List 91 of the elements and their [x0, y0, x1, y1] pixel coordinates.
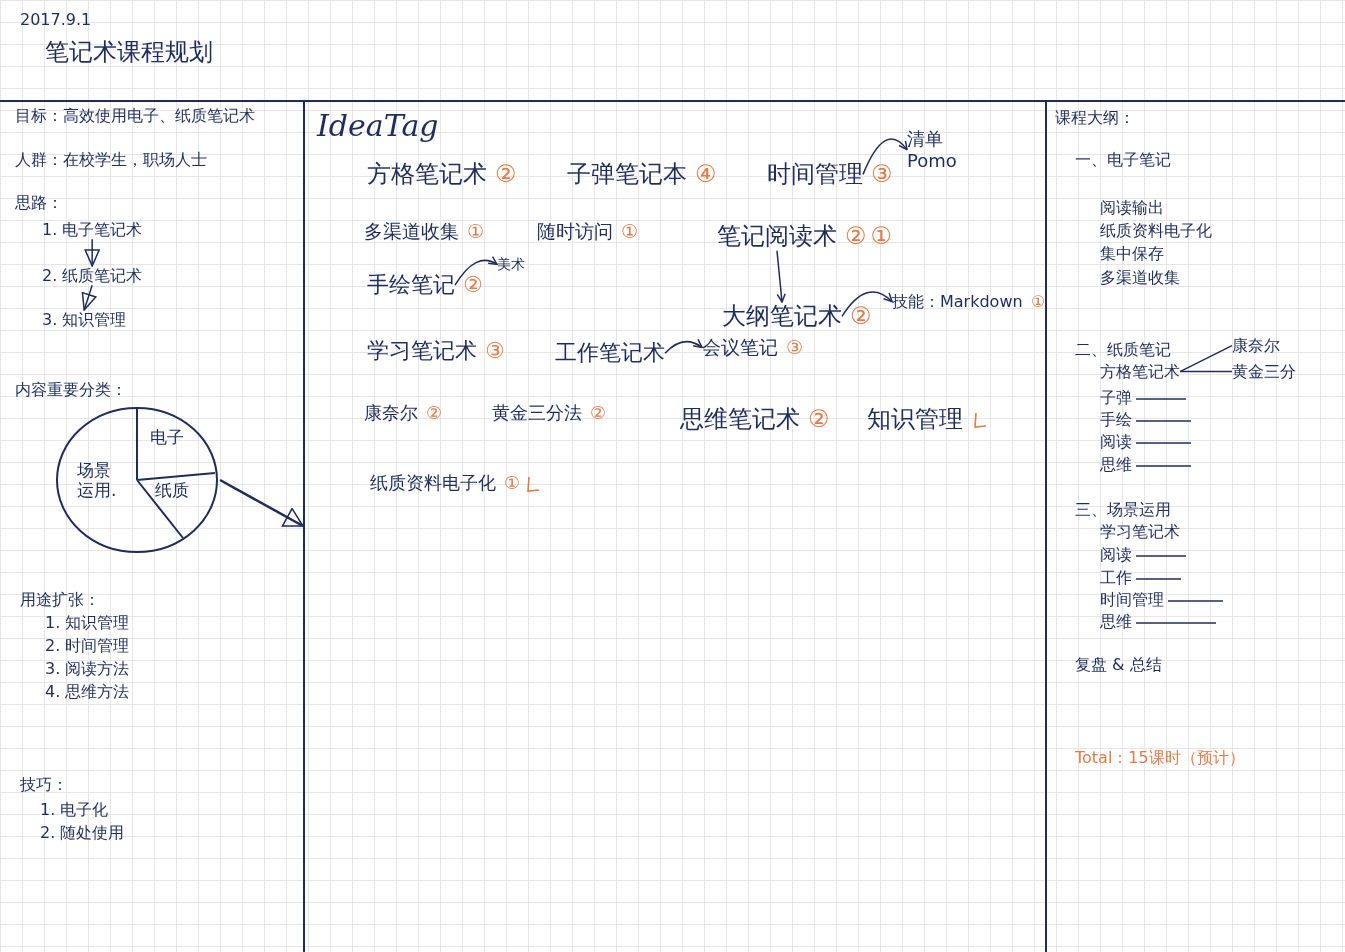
note-text: 笔记阅读术: [717, 222, 837, 250]
page-title: 笔记术课程规划: [45, 37, 213, 68]
slice-label: 纸质: [155, 480, 190, 501]
note-text: 4. 思维方法: [45, 682, 130, 701]
note-text: 目标：高效使用电子、纸质笔记术: [15, 106, 255, 125]
note-text: 康奈尔: [364, 402, 418, 423]
note-text: 随时访问: [537, 220, 613, 242]
priority-number: ①: [1031, 292, 1046, 311]
note-text: 课程大纲：: [1055, 108, 1135, 127]
note-text: 3. 知识管理: [42, 310, 127, 329]
note-text: 一、电子笔记: [1075, 150, 1171, 169]
pie-chart: [55, 405, 220, 555]
note-text: 美术: [497, 256, 525, 272]
arrow: [841, 291, 893, 318]
note-text: 黄金三分: [1232, 362, 1296, 381]
note-text: 清单: [907, 128, 944, 150]
note-text: 思维: [1100, 612, 1132, 631]
note-text: 内容重要分类：: [15, 380, 127, 399]
note-text: 集中保存: [1100, 244, 1164, 263]
note-text: 多渠道收集: [364, 220, 459, 242]
note-text: 思路：: [15, 193, 63, 212]
arrow: [84, 238, 100, 267]
arrow: [219, 478, 304, 528]
priority-number: ①: [621, 220, 639, 242]
note-text: 2. 随处使用: [40, 823, 125, 842]
note-text: 复盘 & 总结: [1075, 655, 1162, 674]
note-text: 方格笔记术: [1100, 362, 1180, 381]
note-text: 3. 阅读方法: [45, 659, 130, 678]
priority-number: ④: [695, 160, 717, 188]
note-text: 工作: [1100, 568, 1132, 587]
content-panel: [303, 100, 1047, 952]
priority-number: ②: [426, 402, 443, 423]
note-text: 1. 电子笔记术: [42, 220, 143, 239]
note-text: 人群：在校学生，职场人士: [15, 150, 207, 169]
note-text: Total：15课时（预计）: [1075, 748, 1245, 767]
priority-number: ①: [870, 222, 893, 250]
arrow: [776, 250, 786, 303]
note-text: 手绘: [1100, 410, 1132, 429]
note-text: 技巧：: [20, 775, 68, 794]
priority-number: ②: [850, 302, 872, 330]
priority-number: ②: [463, 272, 483, 297]
slice-label: 场景运用.: [77, 460, 117, 501]
arrow: [664, 338, 703, 354]
note-text: 会议笔记: [702, 336, 778, 358]
note-text: 阅读输出: [1100, 198, 1164, 217]
note-text: 时间管理: [1100, 590, 1164, 609]
note-text: 阅读: [1100, 432, 1132, 451]
note-text: Pomo: [907, 149, 957, 172]
priority-number: ②: [590, 402, 607, 423]
note-text: 阅读: [1100, 545, 1132, 564]
note-text: 知识管理: [867, 405, 963, 433]
note-text: 工作笔记术: [555, 340, 665, 365]
priority-number: ②: [495, 160, 517, 188]
note-text: 学习笔记术: [1100, 522, 1180, 541]
arrow: [454, 256, 498, 286]
note-text: 思维笔记术: [680, 405, 800, 433]
note-text: 纸质资料电子化: [1100, 221, 1212, 240]
note-text: 子弹笔记本: [567, 160, 687, 188]
note-text: 思维: [1100, 455, 1132, 474]
arrow: [81, 284, 97, 311]
priority-number: ①: [467, 220, 485, 242]
note-text: 纸质资料电子化: [370, 472, 496, 493]
note-text: 子弹: [1100, 388, 1132, 407]
connector-line: [1179, 344, 1233, 373]
note-text: 二、纸质笔记: [1075, 340, 1171, 359]
note-text: 黄金三分法: [492, 402, 582, 423]
note-text: 学习笔记术: [367, 338, 477, 363]
note-text: 方格笔记术: [367, 160, 487, 188]
note-text: 1. 知识管理: [45, 613, 130, 632]
note-text: 2017.9.1: [20, 10, 92, 29]
arrow: [862, 138, 908, 176]
note-text: 康奈尔: [1232, 336, 1280, 355]
note-text: 2. 纸质笔记术: [42, 266, 143, 285]
note-text: 大纲笔记术: [722, 302, 842, 330]
note-text: 手绘笔记: [367, 272, 455, 297]
note-text: 时间管理: [767, 160, 863, 188]
note-text: 技能：Markdown: [892, 292, 1023, 311]
note-text: 1. 电子化: [40, 800, 109, 819]
note-text: 用途扩张：: [20, 590, 100, 609]
priority-number: ③: [786, 336, 804, 358]
slice-label: 电子: [150, 427, 185, 448]
priority-number: ②: [808, 405, 830, 433]
note-text: 三、场景运用: [1075, 500, 1171, 519]
note-text: 2. 时间管理: [45, 636, 130, 655]
connector-line: [1179, 370, 1233, 373]
priority-number: ③: [871, 160, 893, 188]
priority-number: ②: [845, 222, 867, 250]
note-text: 多渠道收集: [1100, 268, 1180, 287]
priority-number: ①: [504, 472, 521, 493]
panel-title: IdeaTag: [317, 108, 439, 144]
priority-number: ③: [485, 338, 505, 363]
